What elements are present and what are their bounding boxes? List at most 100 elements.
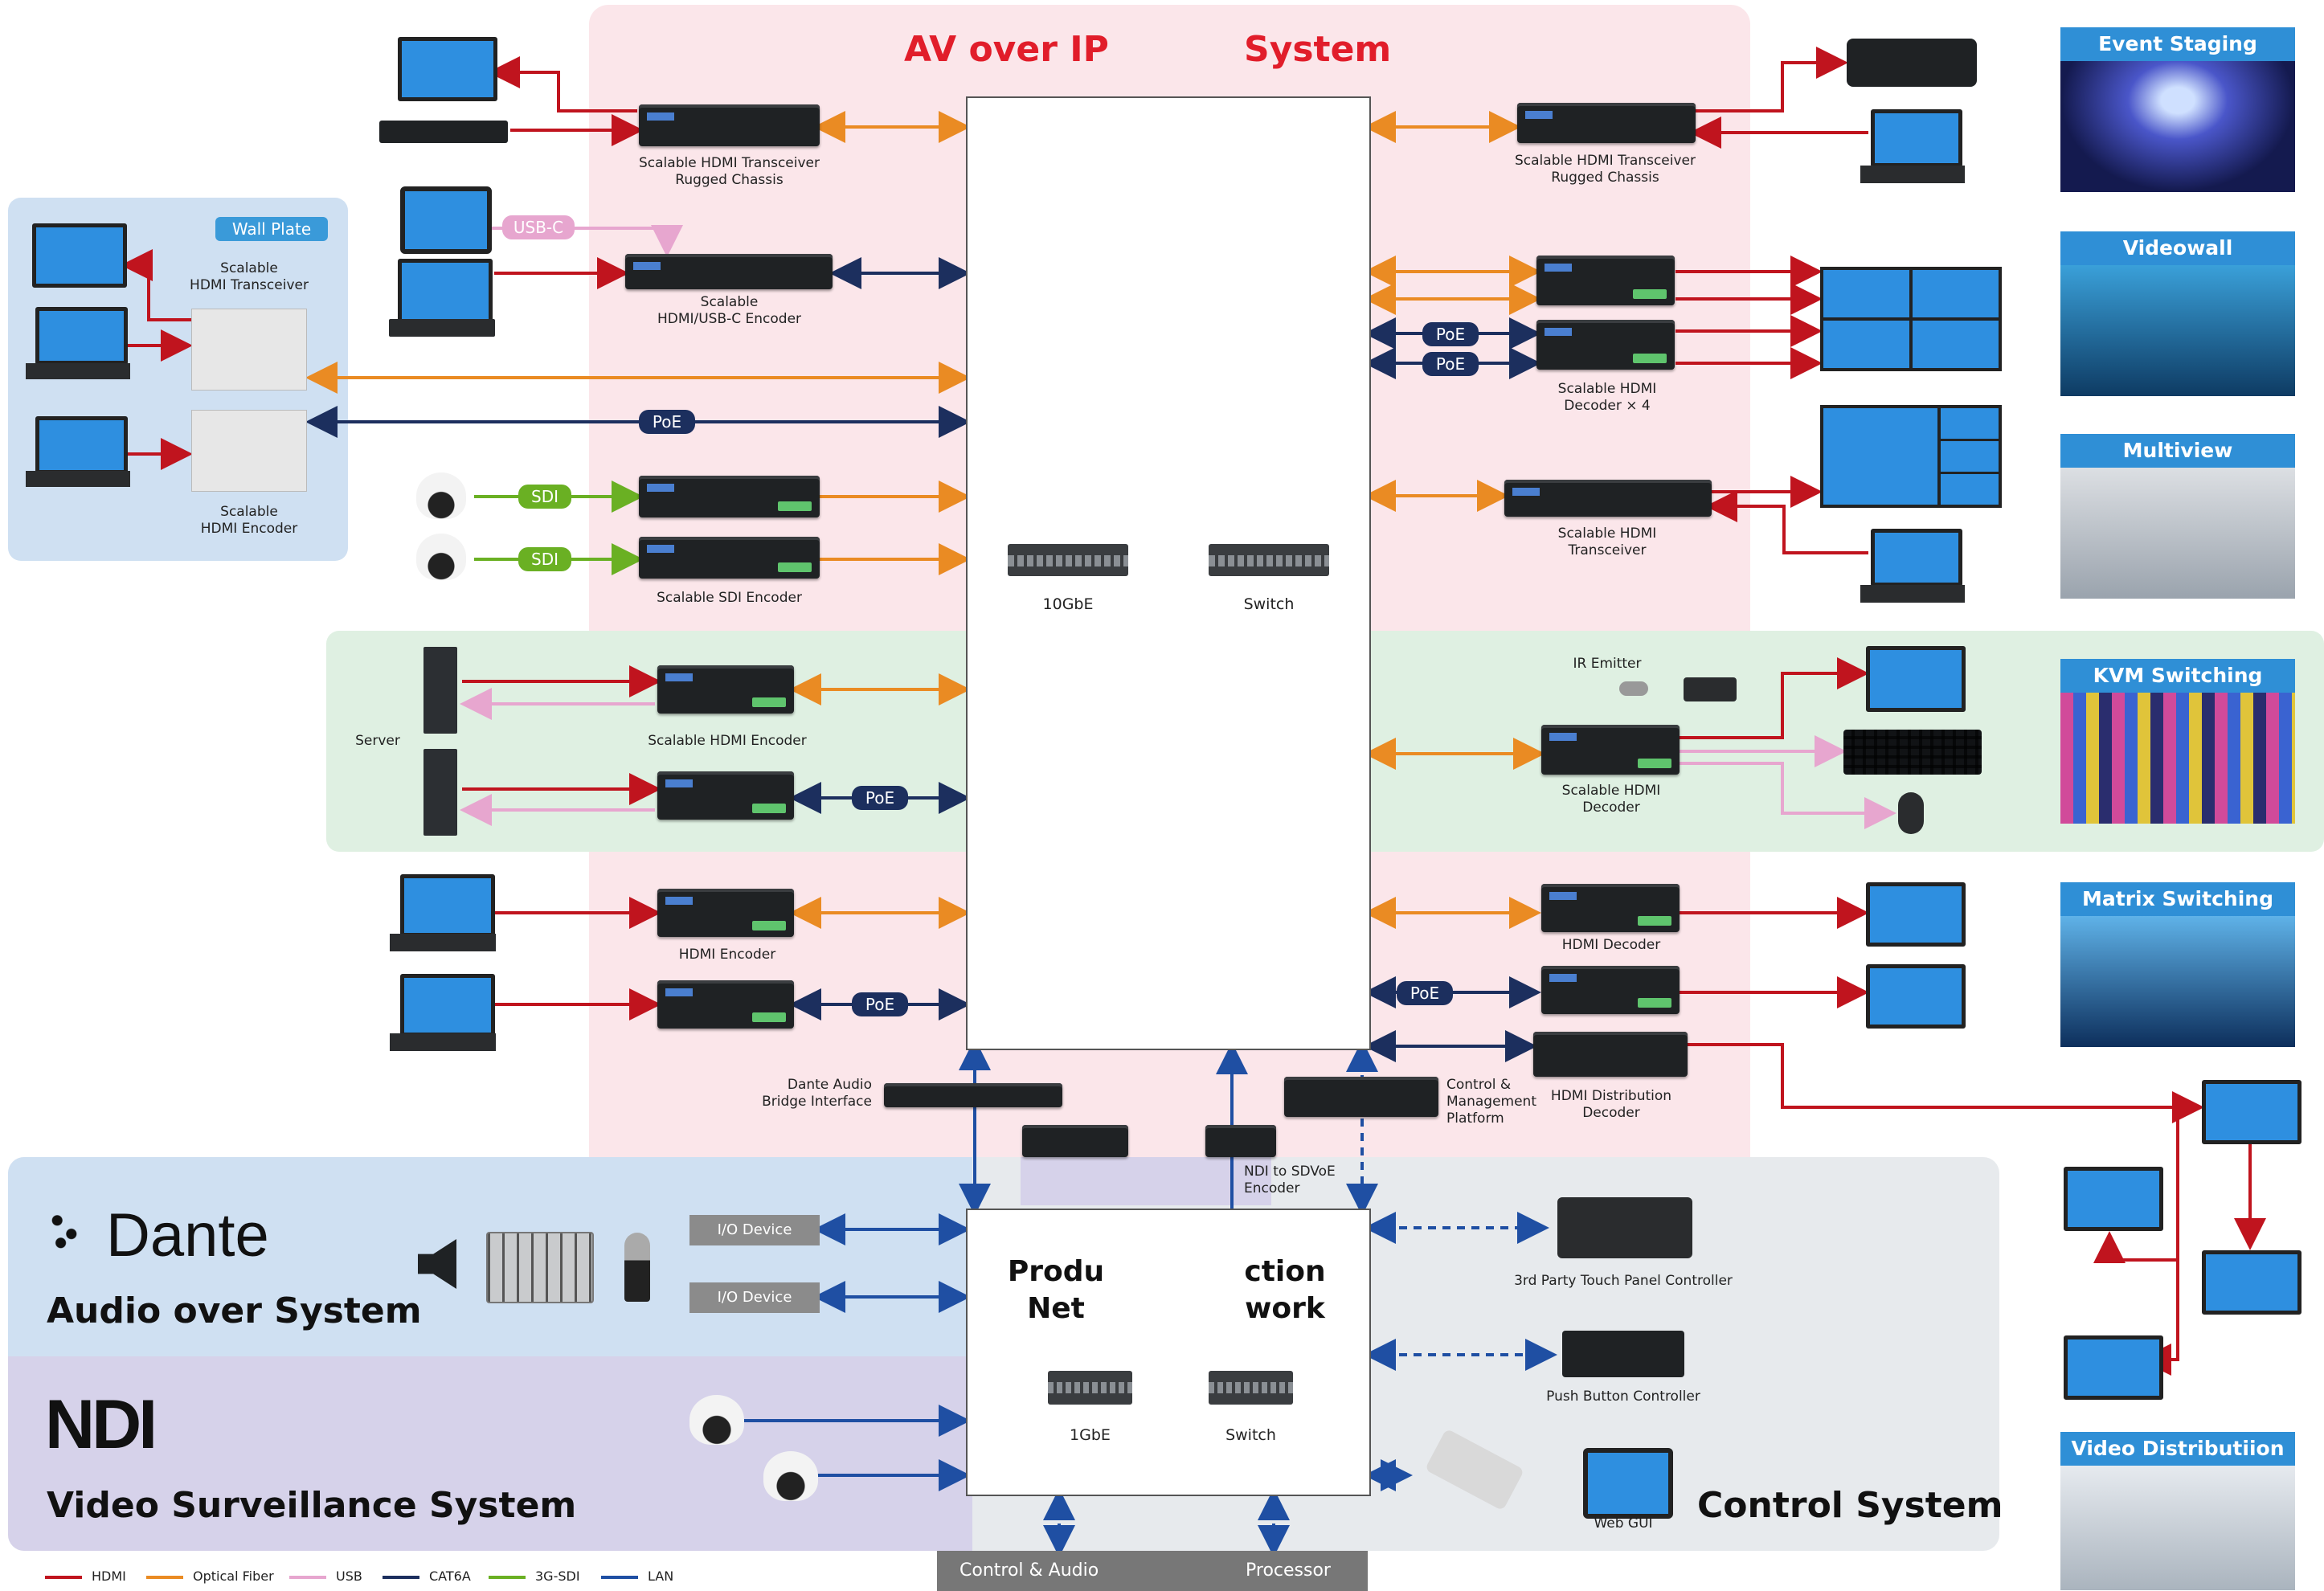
videowall-decoder-1-device — [1536, 256, 1675, 305]
production-title-l1: Produ — [1007, 1255, 1105, 1288]
videowall-decoder-label: Scalable HDMI Decoder × 4 — [1557, 381, 1657, 414]
laptop-base-icon — [389, 319, 495, 337]
wall-plate-transceiver-device — [191, 309, 307, 391]
ndi-camera-1-icon — [689, 1395, 744, 1445]
app-tile-title: Matrix Switching — [2060, 882, 2295, 916]
projector-icon — [1847, 39, 1977, 87]
io-device-1: I/O Device — [689, 1215, 820, 1245]
control-system-title: Control System — [1697, 1485, 2003, 1526]
multiview-image — [2060, 468, 2295, 599]
app-tile-event-staging: Event Staging — [2060, 27, 2295, 192]
laptop-enc-2-base-icon — [390, 1033, 496, 1051]
transceiver-rugged-right-label: Scalable HDMI Transceiver Rugged Chassis — [1515, 153, 1696, 186]
control-platform-label: Control & Management Platform — [1446, 1077, 1536, 1127]
dist-monitor-3-icon — [2202, 1250, 2301, 1315]
laptop-icon — [398, 259, 493, 323]
app-tile-kvm-switching: KVM Switching — [2060, 659, 2295, 824]
right-laptop-2-base-icon — [1860, 585, 1965, 603]
ndi-logo-text: NDI — [45, 1386, 158, 1463]
switch-1gbe-icon — [1048, 1371, 1132, 1405]
poe-pill-kvm: PoE — [852, 786, 908, 810]
ten-gbe-switch-box: 10GbE Switch — [966, 96, 1371, 1050]
mouse-icon — [1898, 792, 1924, 834]
kvm-encoder-label: Scalable HDMI Encoder — [648, 733, 807, 749]
keyboard-icon — [1843, 730, 1982, 775]
dante-bridge-stack-device — [1022, 1125, 1128, 1157]
switch-1gbe-label: 1GbE — [1070, 1426, 1111, 1444]
kvm-encoder-1-device — [657, 665, 794, 714]
sdi-encoder-1-device — [639, 476, 820, 517]
dante-logo-icon — [47, 1207, 82, 1252]
web-gui-tablet-icon — [1583, 1448, 1673, 1519]
ir-emitter-label: IR Emitter — [1573, 656, 1642, 672]
bluray-player-icon — [379, 121, 508, 143]
wall-plate-encoder-device — [191, 410, 307, 492]
hdmi-encoder-2-device — [657, 980, 794, 1029]
kvm-monitor-icon — [1866, 646, 1966, 712]
decoder-monitor-2-icon — [1866, 964, 1966, 1029]
network-title-r2: work — [1245, 1292, 1325, 1325]
transceiver-rugged-left-device — [639, 104, 820, 146]
av-over-ip-title-left: AV over IP — [904, 29, 1109, 70]
multiview-transceiver-device — [1504, 480, 1712, 517]
touch-panel-label: 3rd Party Touch Panel Controller — [1514, 1273, 1733, 1289]
dome-camera-1-icon — [416, 472, 466, 519]
usbc-pill: USB-C — [502, 215, 575, 239]
app-tile-title: Video Distributiion — [2060, 1432, 2295, 1466]
app-tile-title: Videowall — [2060, 231, 2295, 265]
switch-label-upper: Switch — [1243, 595, 1295, 613]
mixer-icon — [486, 1232, 594, 1303]
poe-pill-hdmi-decoder: PoE — [1397, 981, 1453, 1005]
ndi-camera-2-icon — [763, 1451, 818, 1501]
app-tile-title: KVM Switching — [2060, 659, 2295, 693]
matrix-switching-image — [2060, 916, 2295, 1047]
kvm-encoder-2-device — [657, 771, 794, 820]
dist-monitor-2-icon — [2064, 1167, 2163, 1231]
right-laptop-1-base-icon — [1860, 166, 1965, 183]
poe-pill-videowall-2: PoE — [1422, 352, 1479, 376]
right-laptop-2-icon — [1871, 529, 1962, 587]
processor-label: Processor — [1246, 1560, 1331, 1581]
app-tile-title: Multiview — [2060, 434, 2295, 468]
web-gui-label: Web GUI — [1594, 1515, 1653, 1532]
sdi-pill-1: SDI — [518, 485, 571, 509]
audio-over-system-title: Audio over System — [47, 1290, 422, 1331]
transceiver-rugged-left-label: Scalable HDMI Transceiver Rugged Chassis — [639, 155, 820, 188]
io-device-2: I/O Device — [689, 1282, 820, 1313]
event-staging-image — [2060, 61, 2295, 192]
ndi-region — [8, 1356, 972, 1551]
touch-panel-icon — [1557, 1197, 1692, 1258]
laptop-enc-1-base-icon — [390, 934, 496, 951]
wall-laptop-1-icon — [35, 307, 128, 365]
switch-label-lower: Switch — [1225, 1426, 1276, 1444]
server-2-icon — [423, 749, 457, 836]
production-network-box: Produ ction Net work 1GbE Switch — [966, 1209, 1371, 1496]
monitor-icon — [398, 37, 497, 101]
poe-pill-wall: PoE — [639, 410, 695, 434]
dist-monitor-1-icon — [2202, 1080, 2301, 1144]
app-tile-videowall: Videowall — [2060, 231, 2295, 396]
legend-usb: USB — [289, 1569, 362, 1585]
hdmi-encoder-label: HDMI Encoder — [678, 947, 776, 963]
dist-monitor-4-icon — [2064, 1335, 2163, 1400]
wall-plate-encoder-label: Scalable HDMI Encoder — [200, 504, 298, 537]
legend-lan: LAN — [601, 1569, 673, 1585]
hdmi-decoder-2-device — [1541, 966, 1680, 1014]
dome-camera-2-icon — [416, 534, 466, 580]
av-over-ip-title-right: System — [1244, 29, 1392, 70]
dante-bridge-label: Dante Audio Bridge Interface — [762, 1077, 872, 1110]
wall-laptop-2-icon — [35, 416, 128, 474]
laptop-enc-1-icon — [400, 874, 495, 937]
wall-monitor-icon — [32, 223, 127, 288]
videowall-decoder-2-device — [1536, 320, 1675, 370]
videowall-image — [2060, 265, 2295, 396]
remote-control-icon — [1684, 677, 1737, 701]
server-1-icon — [423, 647, 457, 734]
sdi-encoder-2-device — [639, 537, 820, 579]
hdmi-encoder-1-device — [657, 889, 794, 937]
production-title-r1: ction — [1244, 1255, 1326, 1288]
decoder-monitor-1-icon — [1866, 882, 1966, 947]
sdi-encoder-label: Scalable SDI Encoder — [657, 590, 802, 606]
transceiver-rugged-right-device — [1517, 103, 1696, 143]
